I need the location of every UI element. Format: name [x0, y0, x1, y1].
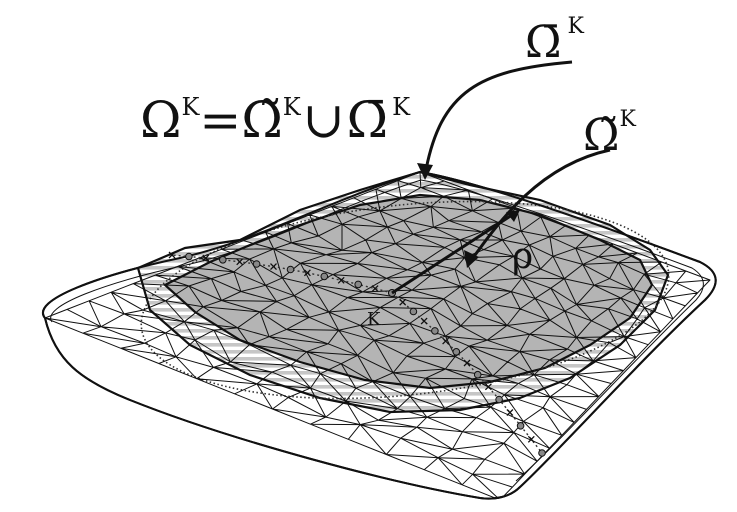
omega-bar-symbol: Ω̄ — [525, 17, 561, 68]
radial-marker-right-dot — [538, 449, 546, 457]
radial-marker-left-cross — [236, 258, 244, 266]
radial-marker-left-cross — [337, 276, 345, 284]
radial-marker-right-cross — [442, 337, 450, 345]
formula-term1: Ω̃ — [241, 91, 282, 149]
radial-marker-left-cross — [371, 285, 379, 293]
omega-bar-arrowhead — [417, 163, 433, 180]
omega-tilde-pointer-arrow — [468, 148, 611, 263]
radial-marker-right-dot — [452, 348, 461, 356]
rho-label: ρ — [512, 236, 533, 277]
formula-lhs-sup: K — [181, 93, 200, 121]
radial-marker-right-dot — [409, 307, 418, 316]
radial-marker-right-dot — [431, 327, 439, 335]
radial-marker-left-line — [171, 254, 393, 294]
radial-marker-right-cross — [420, 317, 428, 325]
rho-radius-arrow — [391, 211, 516, 295]
radial-marker-right-dot — [516, 422, 525, 430]
radial-marker-right-cross — [463, 359, 471, 367]
formula-lhs: Ω — [140, 91, 181, 149]
formula-term2-sup: K — [392, 93, 411, 121]
formula-label: ΩK=Ω̃K∪Ω̄K — [140, 91, 411, 149]
radial-marker-left-dot — [219, 256, 227, 264]
outer-domain-inner-rim — [50, 179, 704, 482]
radial-marker-left-dot — [320, 272, 329, 281]
omega-bar-label: Ω̄K — [525, 14, 584, 68]
outer-domain-boundary — [42, 170, 717, 500]
radial-marker-left-dot — [354, 280, 363, 289]
radial-marker-right-cross — [484, 383, 492, 391]
center-k-label: K — [367, 309, 381, 330]
formula-term1-sup: K — [283, 93, 302, 121]
omega-tilde-symbol: Ω̃ — [583, 110, 619, 161]
omega-tilde-label: Ω̃K — [583, 107, 636, 161]
radial-marker-left-cross — [270, 263, 277, 271]
formula-term2: Ω̄ — [347, 91, 388, 149]
formula-union: ∪ — [303, 91, 345, 149]
radial-marker-right-dot — [473, 370, 482, 379]
radial-marker-right-cross — [506, 409, 514, 416]
radial-marker-left-dot — [286, 265, 295, 274]
omega-tilde-sup: K — [619, 107, 636, 132]
radial-marker-left-cross — [303, 269, 311, 277]
omega-bar-sup: K — [567, 14, 584, 39]
radial-marker-left-dot — [252, 260, 261, 268]
radial-marker-left-cross — [202, 254, 210, 262]
formula-equals: = — [199, 91, 241, 149]
radial-marker-left-dot — [185, 252, 193, 261]
radial-marker-right-dot — [495, 395, 503, 404]
omega-tilde-arrowhead — [464, 250, 479, 268]
radial-marker-right-cross — [399, 298, 407, 306]
radial-marker-left-cross — [168, 251, 176, 259]
radial-marker-right-cross — [527, 435, 535, 443]
omega-bar-pointer-arrow — [423, 60, 573, 176]
